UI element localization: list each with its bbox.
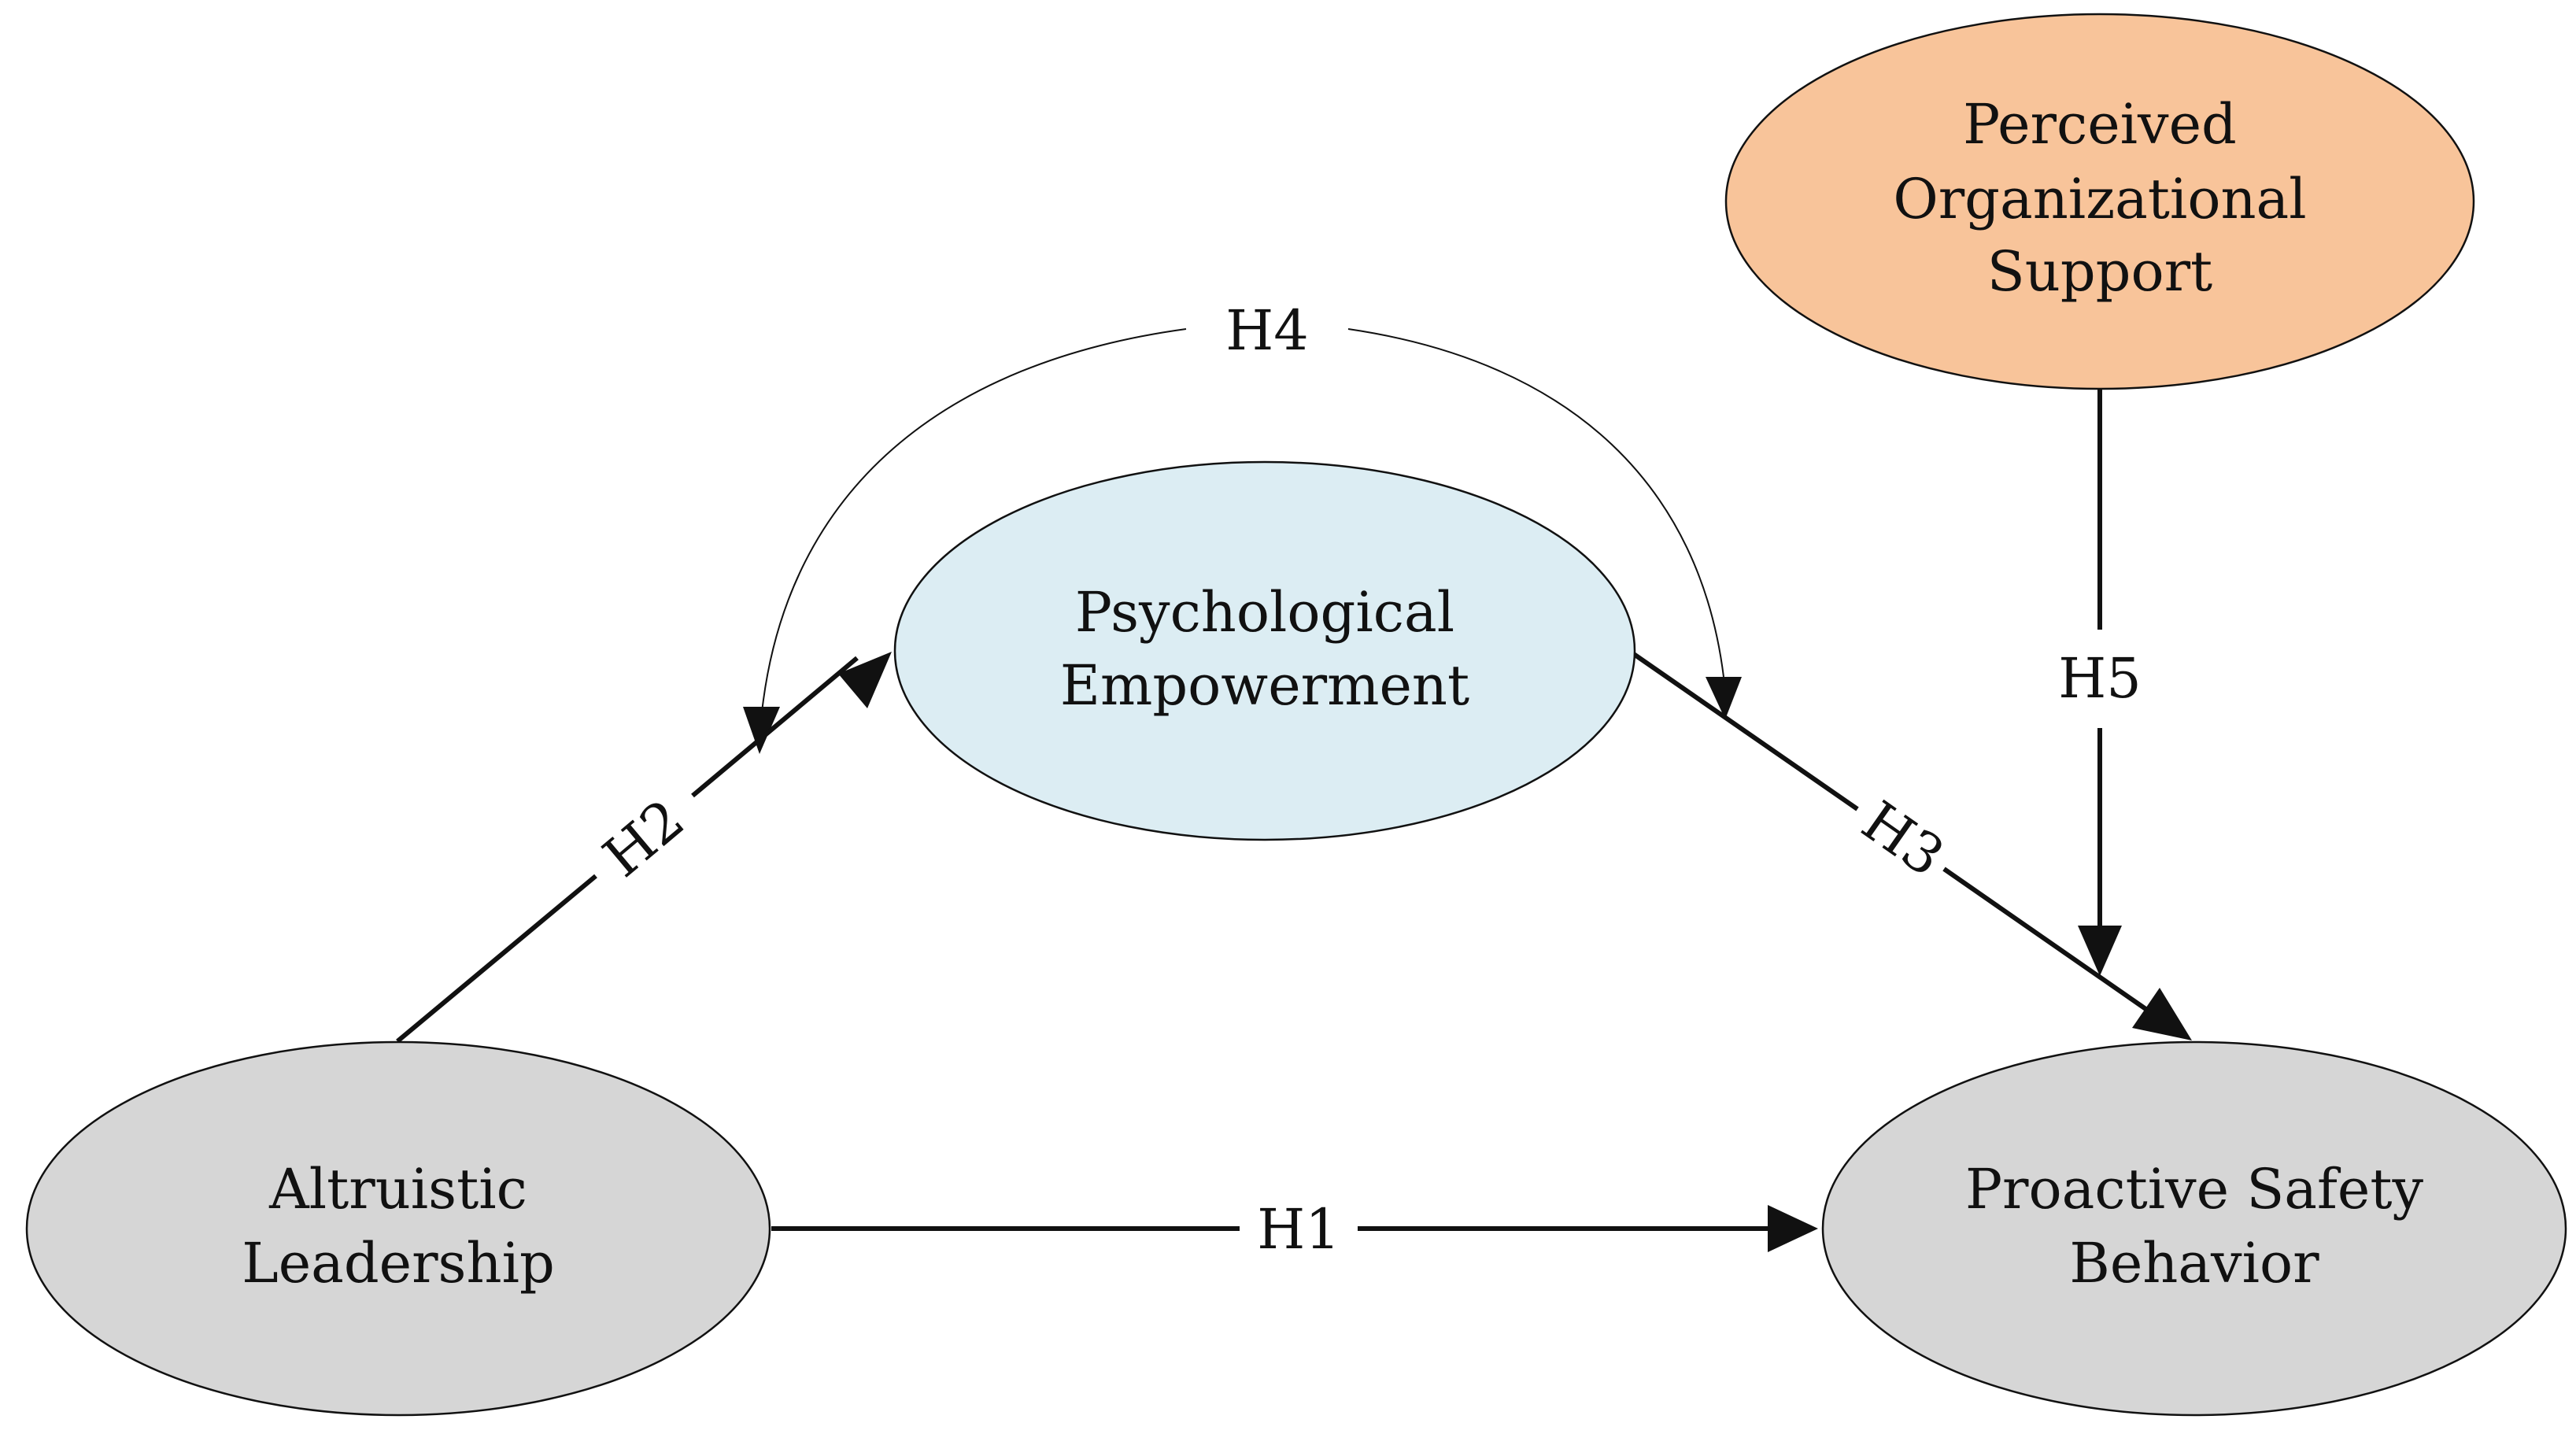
node-label-line: Proactive Safety — [1965, 1157, 2424, 1221]
node-perceived-organizational-support: Perceived Organizational Support — [1724, 13, 2475, 390]
h2-label: H2 — [591, 787, 697, 890]
node-label-line: Perceived — [1963, 92, 2237, 157]
h4-arrowhead-left — [743, 707, 780, 754]
node-label-line: Behavior — [2069, 1231, 2319, 1295]
node-label-line: Empowerment — [1060, 653, 1469, 718]
node-label-line: Leadership — [242, 1231, 555, 1295]
h3-arrow — [1628, 649, 2192, 1040]
h5-arrow — [2078, 389, 2122, 976]
h1-label: H1 — [1257, 1197, 1340, 1262]
node-label-line: Organizational — [1893, 167, 2306, 231]
node-label-line: Altruistic — [268, 1157, 527, 1221]
node-label-line: Support — [1987, 239, 2212, 304]
h5-label: H5 — [2058, 646, 2142, 711]
node-label-line: Psychological — [1075, 580, 1454, 645]
h4-arrowhead-right — [1706, 677, 1742, 719]
node-proactive-safety-behavior: Proactive Safety Behavior — [1821, 1040, 2567, 1417]
h3-label: H3 — [1850, 789, 1956, 889]
h4-label: H4 — [1225, 298, 1309, 363]
h2-arrow — [396, 652, 892, 1044]
node-psychological-empowerment: Psychological Empowerment — [893, 460, 1636, 841]
h1-arrow — [771, 1205, 1818, 1252]
h4-arc — [743, 328, 1742, 754]
node-altruistic-leadership: Altruistic Leadership — [25, 1040, 771, 1417]
